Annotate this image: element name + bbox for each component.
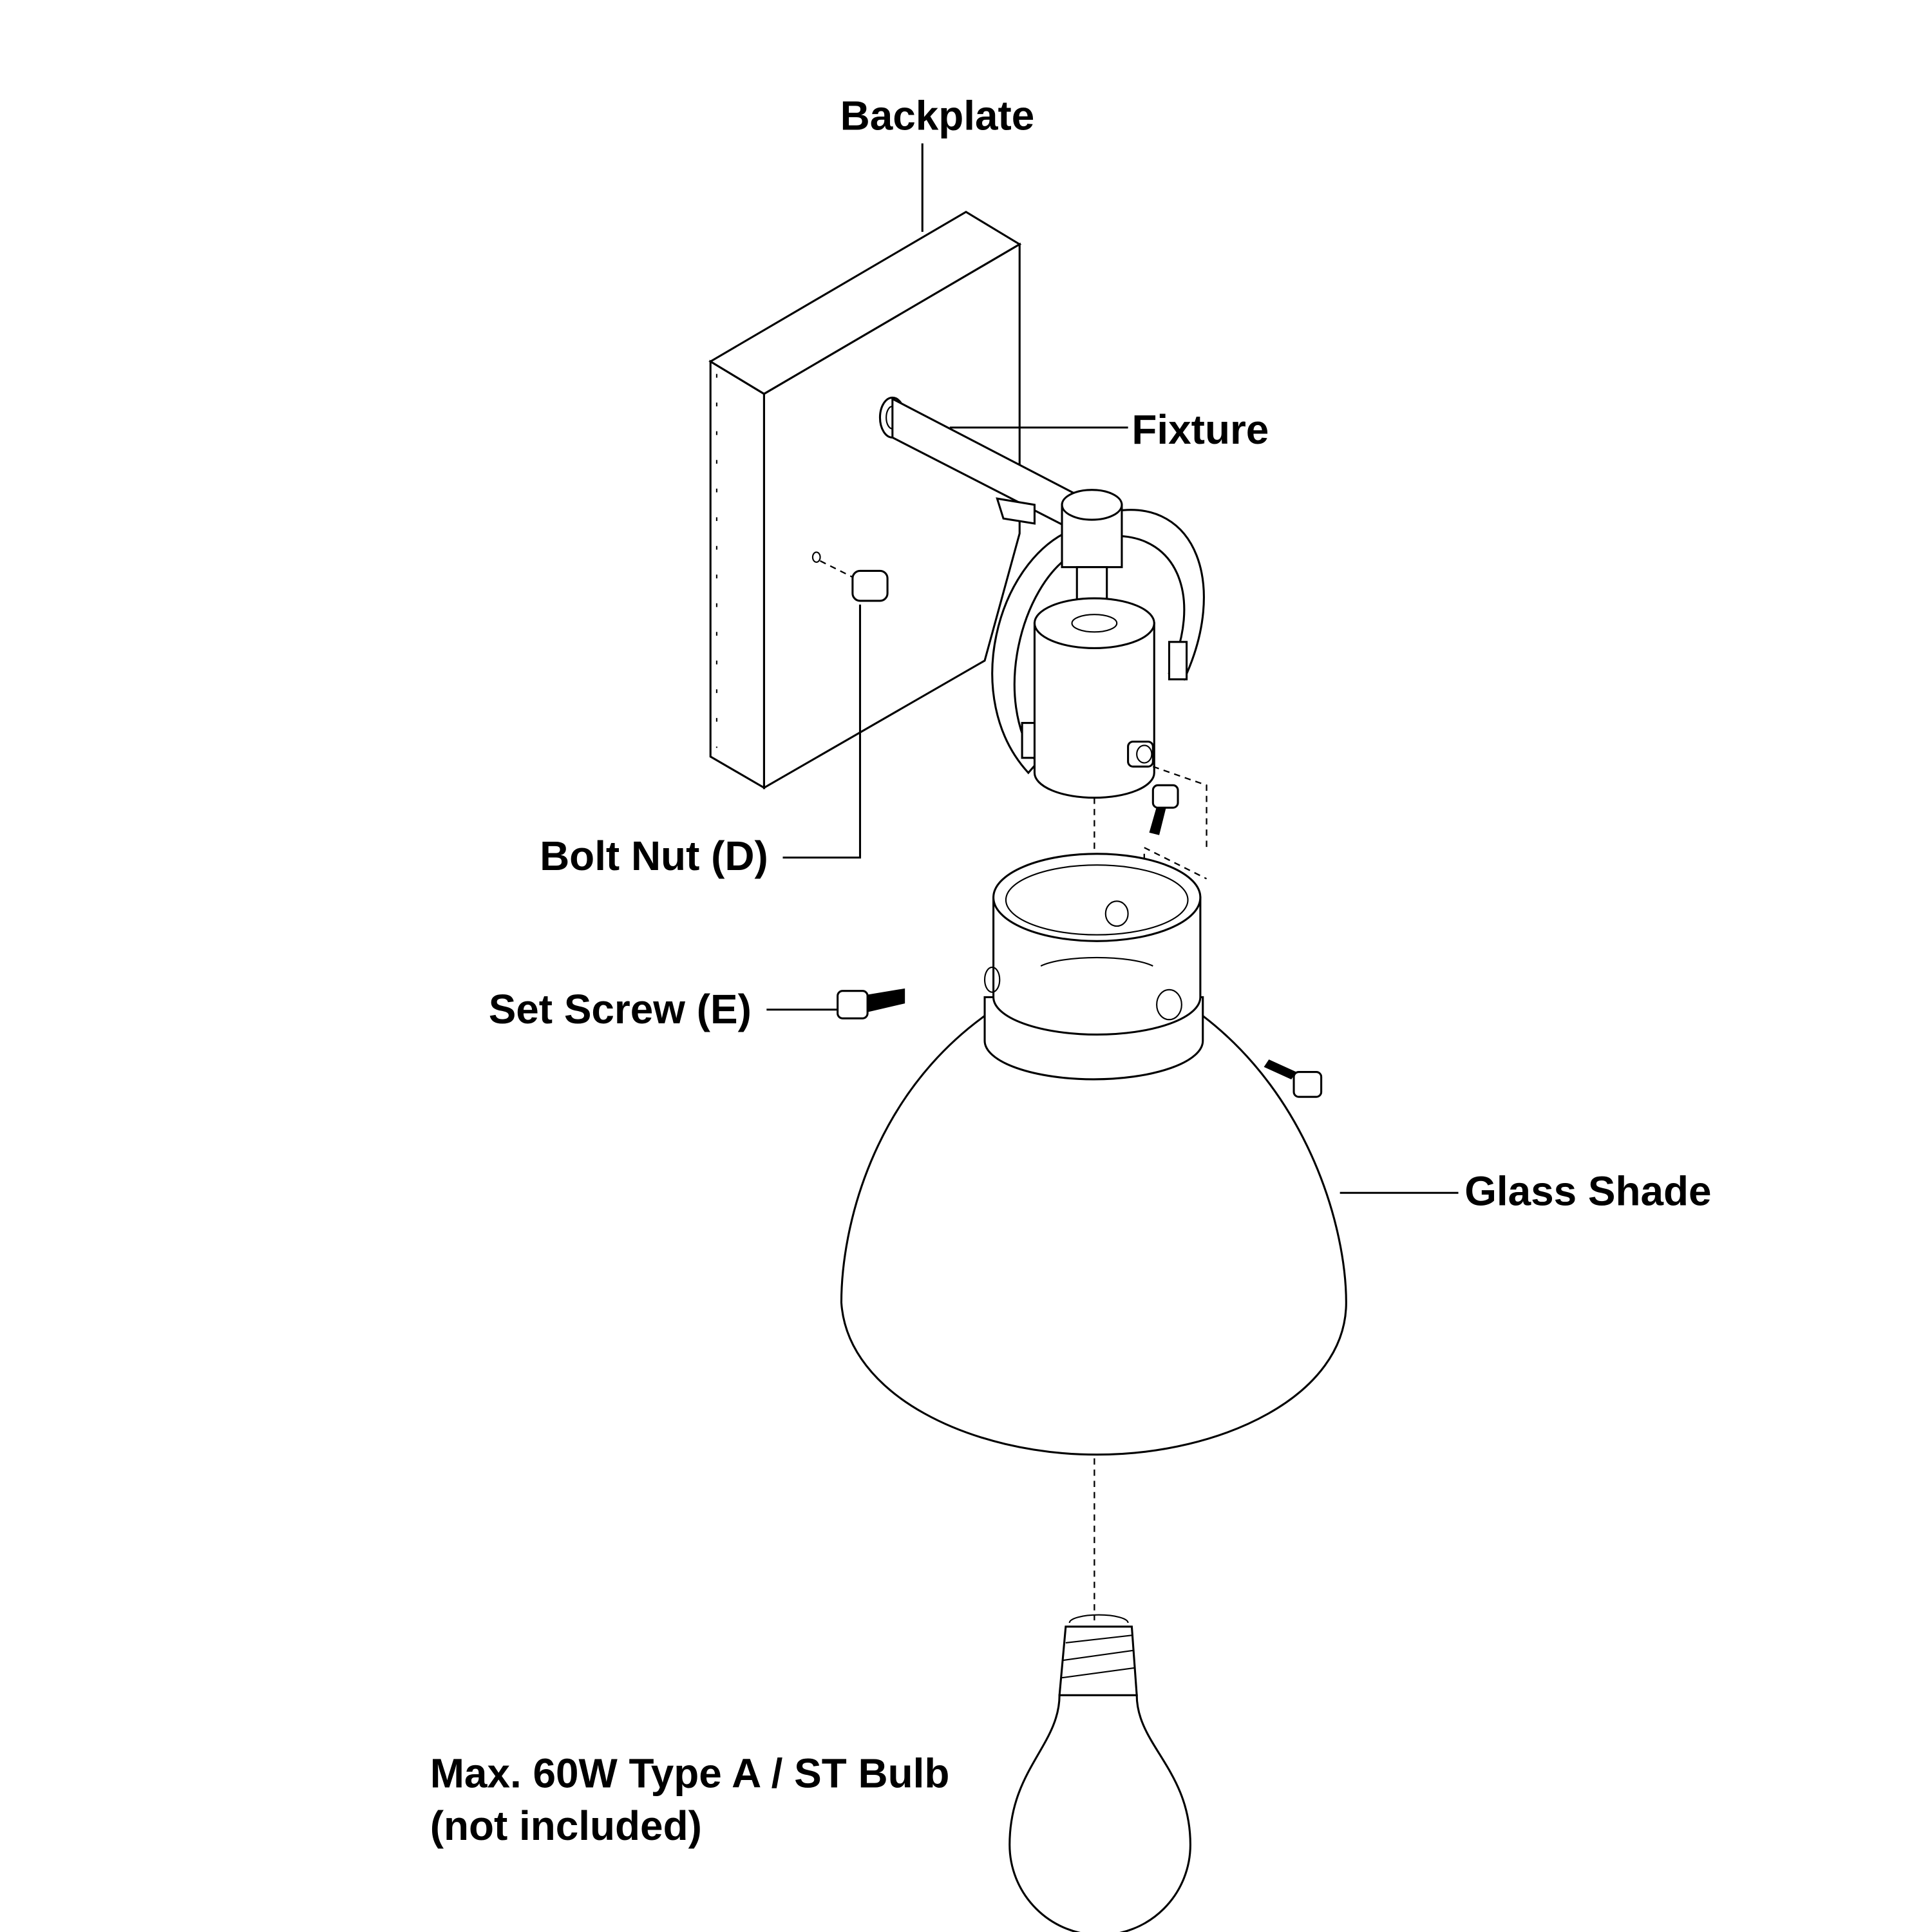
leader-lines [766, 143, 1459, 1194]
label-fixture: Fixture [1132, 406, 1269, 453]
label-backplate: Backplate [840, 92, 1035, 138]
glass-shade-drawing [840, 853, 1347, 1456]
backplate-drawing [708, 211, 1022, 790]
label-bulb-spec: Max. 60W Type A / ST Bulb [430, 1750, 950, 1796]
label-bulb-note: (not included) [430, 1803, 702, 1849]
bolt-nut-drawing [811, 551, 889, 602]
fixture-arm [878, 396, 1205, 799]
label-glass-shade: Glass Shade [1464, 1168, 1711, 1215]
label-bolt-nut: Bolt Nut (D) [540, 833, 768, 879]
label-set-screw: Set Screw (E) [489, 986, 752, 1032]
set-screw-drawing [837, 784, 1323, 1098]
bulb-drawing [1009, 1614, 1191, 1932]
